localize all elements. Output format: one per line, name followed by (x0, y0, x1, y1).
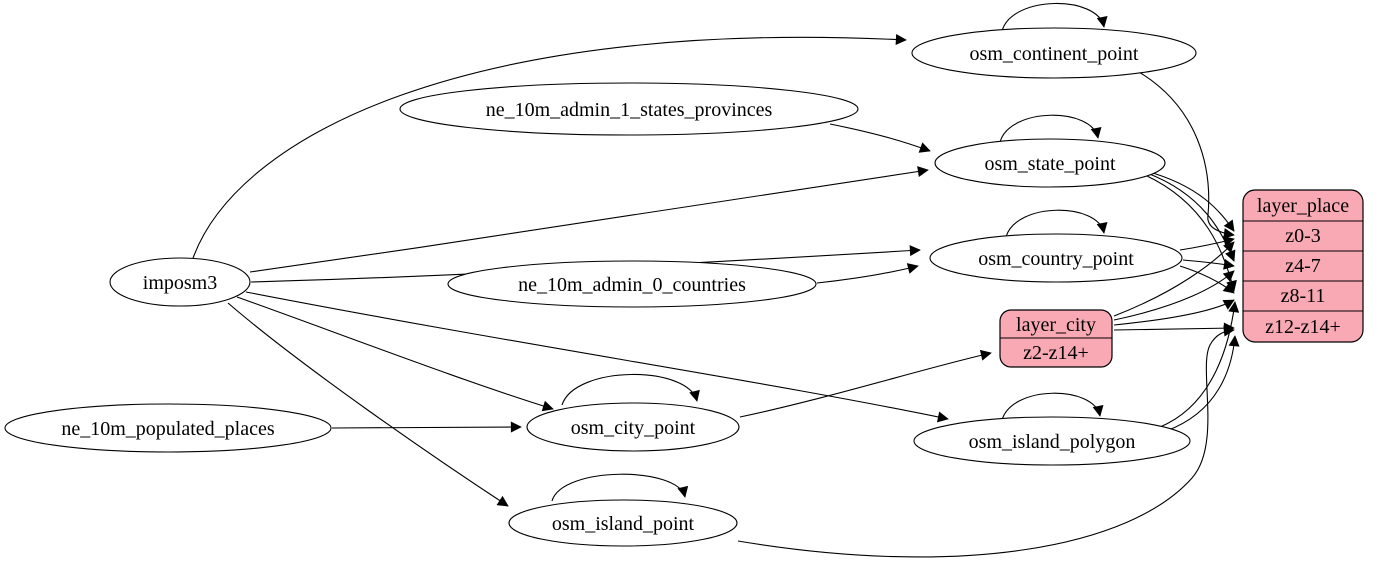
edge-self-osm_city_point (561, 373, 700, 406)
ne_10m_populated_places-shape (4, 403, 332, 453)
layer_place-box (1242, 189, 1364, 343)
edge-self-osm_island_polygon (1001, 392, 1104, 421)
osm_city_point-shape (526, 402, 740, 452)
ne_10m_admin_0_countries-label: ne_10m_admin_0_countries (518, 274, 746, 296)
edge-imposm3-osm_continent_point (191, 33, 907, 262)
edge-ne_10m_admin_1_states_provinces-osm_state_point (829, 123, 931, 153)
osm_state_point-shape (934, 138, 1166, 188)
layer_place-row-z0-3: z0-3 (1285, 225, 1321, 247)
osm_island_polygon-label: osm_island_polygon (969, 431, 1136, 453)
ne_10m_admin_0_countries-shape (447, 260, 817, 308)
edge-osm_city_point-layer_city (739, 349, 992, 418)
layer_place-title: layer_place (1257, 195, 1349, 217)
layer_place-row-z12-z14: z12-z14+ (1265, 316, 1341, 338)
osm_continent_point-label: osm_continent_point (970, 43, 1139, 65)
edge-layer (191, 2, 1240, 558)
osm_state_point-label: osm_state_point (984, 153, 1116, 175)
edge-layer_city-z8-11 (1113, 299, 1235, 326)
osm_country_point-shape (929, 233, 1183, 283)
node-osm_island_point: osm_island_point (508, 499, 738, 547)
edge-osm_country_point-z0-3 (1179, 236, 1235, 251)
edge-self-osm_country_point (1005, 209, 1108, 238)
edge-ne_10m_populated_places-osm_city_point (331, 421, 522, 433)
edge-osm_continent_point-z0-3 (1131, 67, 1235, 240)
edge-osm_island_polygon-z12-z14 (1165, 335, 1240, 432)
edge-imposm3-osm_state_point (249, 166, 929, 273)
node-osm_city_point: osm_city_point (526, 402, 740, 452)
osm_island_polygon-shape (913, 416, 1191, 466)
edge-imposm3-osm_island_point (227, 302, 509, 507)
ne_10m_admin_1_states_provinces-label: ne_10m_admin_1_states_provinces (486, 99, 773, 121)
layer_city-title: layer_city (1016, 314, 1096, 336)
node-ne_10m_admin_0_countries: ne_10m_admin_0_countries (447, 260, 817, 308)
node-osm_island_polygon: osm_island_polygon (913, 416, 1191, 466)
node-osm_continent_point: osm_continent_point (911, 27, 1197, 79)
edge-imposm3-osm_island_polygon (245, 291, 949, 423)
edge-layer_city-z4-7 (1113, 270, 1235, 321)
layer_place-row-z4-7: z4-7 (1285, 255, 1321, 277)
edge-osm_state_point-z0-3 (1145, 170, 1235, 232)
osm_island_point-shape (508, 499, 738, 547)
node-ne_10m_populated_places: ne_10m_populated_places (4, 403, 332, 453)
node-osm_state_point: osm_state_point (934, 138, 1166, 188)
imposm3-shape (109, 257, 251, 307)
imposm3-label: imposm3 (143, 272, 217, 294)
osm_city_point-label: osm_city_point (571, 417, 696, 439)
edge-osm_country_point-z8-11 (1179, 265, 1235, 294)
edge-osm_country_point-z4-7 (1182, 258, 1235, 270)
edge-self-osm_continent_point (1001, 2, 1108, 32)
edge-layer_city-z12-z14 (1113, 322, 1235, 334)
edge-layer_city-z0-3 (1113, 241, 1235, 317)
ne_10m_admin_1_states_provinces-shape (399, 82, 859, 136)
edge-self-osm_state_point (999, 114, 1102, 143)
record-layer_city: layer_city z2-z14+ (999, 309, 1113, 368)
node-ne_10m_admin_1_states_provinces: ne_10m_admin_1_states_provinces (399, 82, 859, 136)
edge-osm_island_polygon-z8-11 (1159, 301, 1240, 428)
node-imposm3: imposm3 (109, 257, 251, 307)
ne_10m_populated_places-label: ne_10m_populated_places (61, 418, 274, 440)
node-osm_country_point: osm_country_point (929, 233, 1183, 283)
layer_place-row-z8-11: z8-11 (1281, 285, 1326, 307)
layer_city-row-z2-z14: z2-z14+ (1023, 342, 1089, 364)
edge-osm_island_point-z12-z14 (737, 325, 1235, 558)
edge-imposm3-osm_city_point (236, 296, 554, 412)
edge-ne_10m_admin_0_countries-osm_country_point (816, 263, 919, 284)
record-layer_place: layer_place z0-3 z4-7 z8-11 z12-z14+ (1242, 189, 1364, 343)
osm_country_point-label: osm_country_point (978, 248, 1134, 270)
osm_island_point-label: osm_island_point (552, 513, 695, 535)
edge-self-osm_island_point (551, 473, 689, 502)
osm_continent_point-shape (911, 27, 1197, 79)
